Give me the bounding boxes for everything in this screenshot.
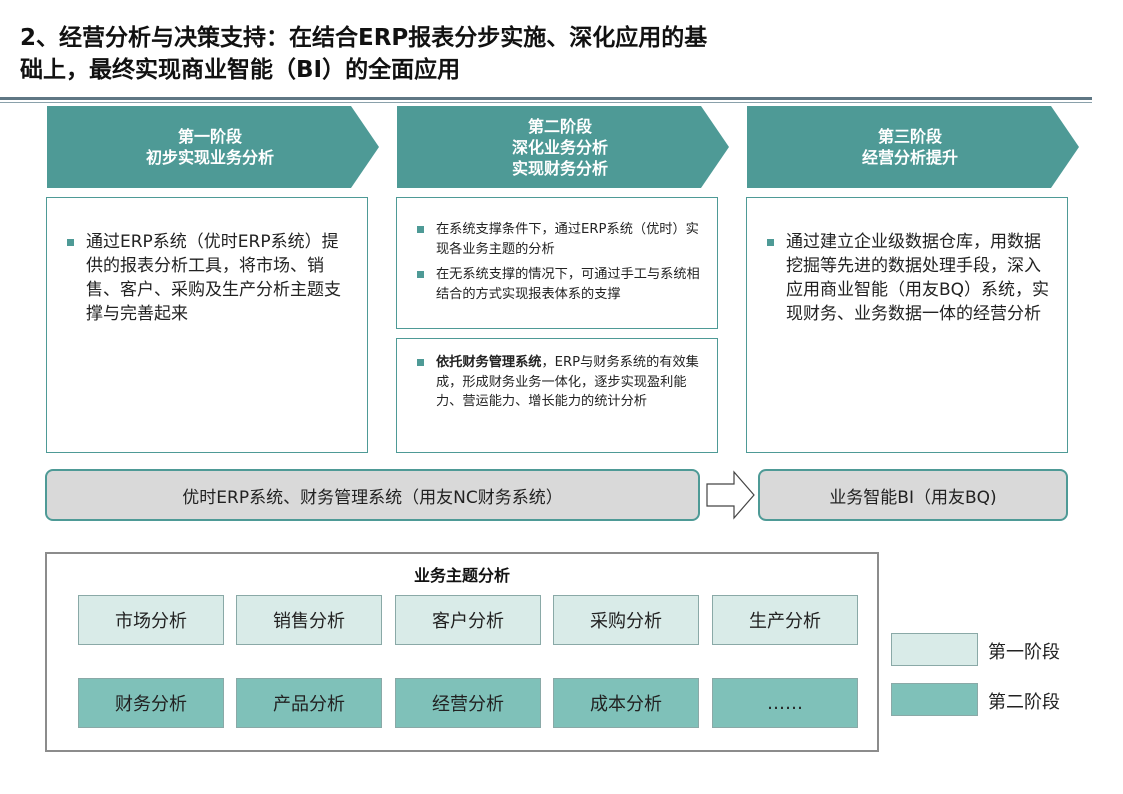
chevron-shape bbox=[747, 106, 1079, 188]
legend-swatch-stage2 bbox=[891, 683, 978, 716]
bullet-bold-text: 依托财务管理系统 bbox=[436, 355, 542, 370]
topic-cell-stage1: 客户分析 bbox=[395, 595, 541, 645]
phase-1-line-2: 初步实现业务分析 bbox=[145, 148, 274, 167]
panel-title: 业务主题分析 bbox=[413, 566, 510, 585]
topic-cell-stage1: 生产分析 bbox=[712, 595, 858, 645]
topic-label: 成本分析 bbox=[590, 694, 662, 715]
topic-cell-stage2: 财务分析 bbox=[78, 678, 224, 728]
topic-cell-stage1: 市场分析 bbox=[78, 595, 224, 645]
topic-cell-stage1: 销售分析 bbox=[236, 595, 382, 645]
bullet-square-icon bbox=[417, 271, 424, 278]
erp-finance-system-bar: 优时ERP系统、财务管理系统（用友NC财务系统） bbox=[45, 469, 700, 521]
bullet-text: 通过建立企业级数据仓库，用数据挖掘等先进的数据处理手段，深入应用商业智能（用友B… bbox=[786, 232, 1050, 324]
bullet-square-icon bbox=[417, 359, 424, 366]
topic-label: 财务分析 bbox=[115, 694, 187, 715]
bullet-item: 通过ERP系统（优时ERP系统）提供的报表分析工具，将市场、销售、客户、采购及生… bbox=[67, 230, 351, 326]
chevron-shape bbox=[47, 106, 379, 188]
topic-label: 销售分析 bbox=[273, 611, 345, 632]
right-arrow-icon bbox=[706, 470, 755, 520]
page-title: 2、经营分析与决策支持：在结合ERP报表分步实施、深化应用的基 础上，最终实现商… bbox=[20, 22, 860, 86]
chevron-shape bbox=[397, 106, 729, 188]
bullet-text: 在无系统支撑的情况下，可通过手工与系统相结合的方式实现报表体系的支撑 bbox=[436, 267, 700, 302]
phase-1-line-1: 第一阶段 bbox=[177, 127, 242, 146]
phase-2-line-1: 第二阶段 bbox=[527, 116, 592, 136]
bullet-item: 通过建立企业级数据仓库，用数据挖掘等先进的数据处理手段，深入应用商业智能（用友B… bbox=[767, 230, 1057, 326]
phase-3-line-2: 经营分析提升 bbox=[861, 148, 958, 167]
bi-system-bar: 业务智能BI（用友BQ) bbox=[758, 469, 1068, 521]
phase-3-description-box: 通过建立企业级数据仓库，用数据挖掘等先进的数据处理手段，深入应用商业智能（用友B… bbox=[746, 197, 1068, 453]
bi-system-label: 业务智能BI（用友BQ) bbox=[829, 487, 997, 508]
bullet-square-icon bbox=[67, 239, 74, 246]
phase-3-line-1: 第三阶段 bbox=[877, 127, 942, 146]
topic-label: 采购分析 bbox=[590, 611, 662, 632]
topic-label: 生产分析 bbox=[749, 611, 821, 632]
bullet-square-icon bbox=[417, 226, 424, 233]
topic-label: 经营分析 bbox=[432, 694, 504, 715]
bullet-square-icon bbox=[767, 239, 774, 246]
topic-cell-stage2: 成本分析 bbox=[553, 678, 699, 728]
topic-cell-stage1: 采购分析 bbox=[553, 595, 699, 645]
bullet-item: 在系统支撑条件下，通过ERP系统（优时）实现各业务主题的分析 bbox=[417, 220, 709, 259]
bullet-text: 依托财务管理系统，ERP与财务系统的有效集成，形成财务业务一体化，逐步实现盈利能… bbox=[436, 353, 709, 412]
title-divider bbox=[0, 97, 1092, 100]
phase-2-system-box: 在系统支撑条件下，通过ERP系统（优时）实现各业务主题的分析 在无系统支撑的情况… bbox=[396, 197, 718, 329]
phase-2-finance-box: 依托财务管理系统，ERP与财务系统的有效集成，形成财务业务一体化，逐步实现盈利能… bbox=[396, 338, 718, 453]
bullet-item: 依托财务管理系统，ERP与财务系统的有效集成，形成财务业务一体化，逐步实现盈利能… bbox=[417, 353, 709, 412]
bullet-text: 通过ERP系统（优时ERP系统）提供的报表分析工具，将市场、销售、客户、采购及生… bbox=[86, 232, 341, 324]
title-line-1: 2、经营分析与决策支持：在结合ERP报表分步实施、深化应用的基 bbox=[20, 25, 708, 51]
phase-2-line-2: 深化业务分析 bbox=[511, 137, 608, 157]
erp-finance-system-label: 优时ERP系统、财务管理系统（用友NC财务系统） bbox=[182, 487, 563, 508]
title-line-2: 础上，最终实现商业智能（BI）的全面应用 bbox=[20, 57, 461, 83]
bullet-item: 在无系统支撑的情况下，可通过手工与系统相结合的方式实现报表体系的支撑 bbox=[417, 265, 709, 304]
legend-swatch-stage1 bbox=[891, 633, 978, 666]
topic-cell-stage2: …… bbox=[712, 678, 858, 728]
phase-1-description-box: 通过ERP系统（优时ERP系统）提供的报表分析工具，将市场、销售、客户、采购及生… bbox=[46, 197, 368, 453]
title-divider-thin bbox=[0, 102, 1092, 103]
bullet-text: 在系统支撑条件下，通过ERP系统（优时）实现各业务主题的分析 bbox=[436, 222, 699, 257]
bullet-rest-text: ，ERP与财务系统的有效集成，形成财务业务一体化，逐步实现盈利能力、营运能力、增… bbox=[436, 355, 699, 409]
phase-2-line-3: 实现财务分析 bbox=[511, 158, 608, 178]
business-topic-panel: 业务主题分析 市场分析 销售分析 客户分析 采购分析 生产分析 财务分析 产品分… bbox=[45, 552, 879, 752]
topic-label: 客户分析 bbox=[432, 611, 504, 632]
legend-label-stage1: 第一阶段 bbox=[988, 642, 1060, 663]
topic-cell-stage2: 经营分析 bbox=[395, 678, 541, 728]
topic-cell-stage2: 产品分析 bbox=[236, 678, 382, 728]
topic-label: 产品分析 bbox=[273, 694, 345, 715]
topic-label: …… bbox=[767, 692, 803, 714]
topic-label: 市场分析 bbox=[115, 611, 187, 632]
legend-label-stage2: 第二阶段 bbox=[988, 692, 1060, 713]
